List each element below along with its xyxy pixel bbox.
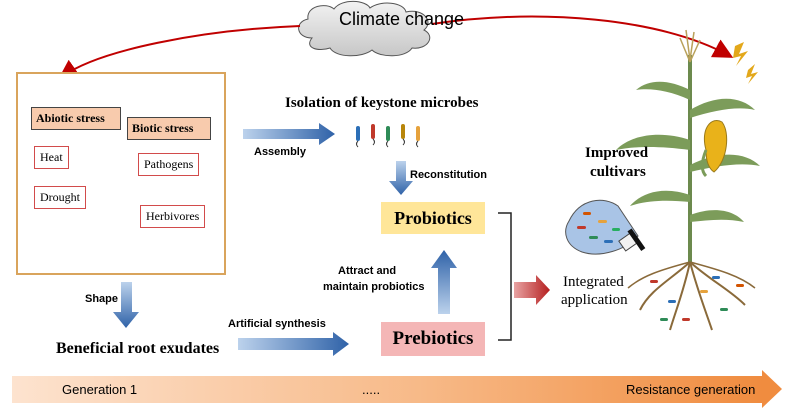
prebiotics-box: Prebiotics	[381, 322, 485, 356]
climate-to-cultivar-arrow	[431, 15, 734, 58]
assembly-arrow	[243, 123, 335, 145]
generation-middle-label: .....	[362, 382, 381, 397]
integrated-label-line1: Integrated	[563, 274, 624, 290]
heat-label: Heat	[34, 146, 69, 169]
maintain-label: maintain probiotics	[323, 281, 425, 293]
generation-bar	[12, 376, 762, 403]
pathogens-label: Pathogens	[138, 153, 200, 176]
probiotics-box: Probiotics	[381, 202, 485, 234]
reconstitution-label: Reconstitution	[410, 169, 487, 181]
shape-label: Shape	[85, 293, 119, 305]
reconstitution-arrow	[389, 161, 413, 195]
generation-arrow-head	[762, 370, 782, 408]
shape-arrow	[113, 282, 139, 328]
herbivores-label: Herbivores	[140, 205, 206, 228]
bacteria-icon	[356, 124, 420, 148]
maize-plant-icon	[616, 29, 760, 331]
biotic-stress-label: Biotic stress	[127, 117, 211, 140]
bracket	[498, 212, 512, 341]
climate-label: Climate change	[339, 9, 465, 29]
attract-label: Attract and	[338, 265, 397, 277]
improved-label-line2: cultivars	[590, 164, 646, 180]
artificial-synthesis-label: Artificial synthesis	[228, 318, 326, 330]
lightning-icon	[733, 42, 758, 84]
synthesis-arrow	[238, 332, 349, 356]
integrated-label-line2: application	[561, 292, 628, 308]
root-exudates-label: Beneficial root exudates	[56, 340, 220, 357]
generation-start-label: Generation 1	[62, 382, 138, 397]
attract-arrow	[431, 250, 457, 314]
improved-label-line1: Improved	[585, 145, 649, 161]
integration-arrow	[514, 275, 550, 305]
assembly-label: Assembly	[254, 146, 306, 158]
cloud-icon	[298, 0, 431, 57]
isolation-title: Isolation of keystone microbes	[285, 95, 479, 111]
abiotic-stress-label: Abiotic stress	[31, 107, 121, 130]
spray-bottle-icon	[565, 199, 646, 255]
climate-to-stress-arrow	[58, 25, 301, 80]
generation-end-label: Resistance generation	[626, 382, 756, 397]
drought-label: Drought	[34, 186, 86, 209]
